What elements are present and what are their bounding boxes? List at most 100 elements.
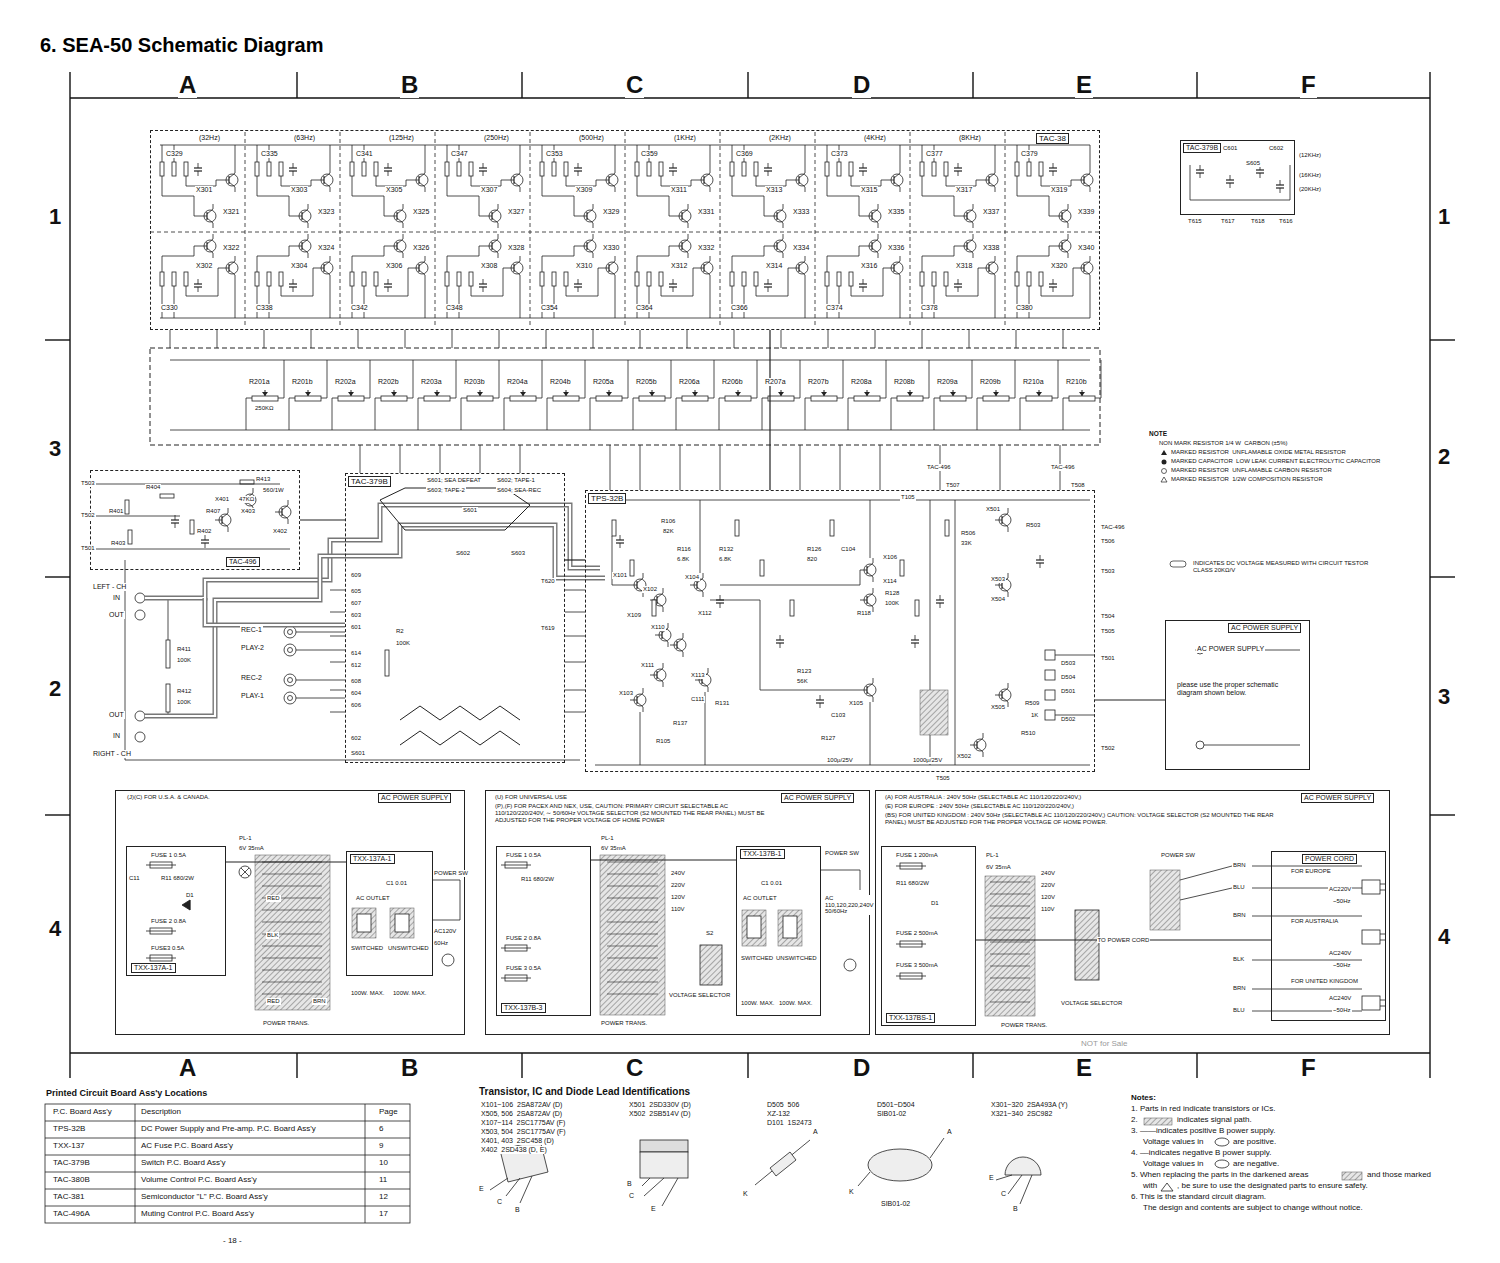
wire — [1180, 888, 1232, 900]
transistor-symbol — [615, 168, 616, 173]
part-label: C359 — [640, 150, 659, 158]
part-label: X503, 504 2SC1775AV (F) — [480, 1128, 567, 1136]
part-label: X327 — [507, 208, 525, 216]
capacitor-symbol — [1040, 563, 1041, 568]
resistor-symbol — [1015, 272, 1019, 286]
wire — [891, 398, 892, 430]
wire — [1252, 989, 1362, 990]
wire — [734, 330, 735, 348]
wire — [170, 330, 171, 348]
transistor-symbol — [675, 246, 682, 247]
potentiometer-wiper — [735, 392, 741, 396]
transistor-symbol — [514, 261, 520, 266]
fuse-symbol — [146, 931, 176, 932]
part-label: X329 — [602, 208, 620, 216]
part-label: 1 — [48, 205, 62, 229]
part-label: indicates signal path. — [1176, 1116, 1253, 1125]
part-label: AC Fuse P.C. Board Ass'y — [140, 1142, 234, 1151]
part-label: TPS-32B — [52, 1125, 86, 1134]
wire — [972, 360, 973, 398]
transformer-winding — [262, 910, 322, 911]
transistor-symbol — [710, 256, 711, 261]
part-label: R105 — [655, 738, 671, 745]
part-label: FOR AUSTRALIA — [1290, 918, 1339, 925]
part-label: T502 — [80, 512, 96, 519]
transistor-symbol — [498, 204, 499, 209]
part-label: (8KHz) — [958, 134, 982, 142]
transistor-symbol — [805, 256, 806, 261]
part-label: X339 — [1077, 208, 1095, 216]
resistor-symbol — [128, 530, 132, 544]
transistor-symbol — [317, 268, 324, 269]
wire — [536, 398, 542, 399]
transistor-symbol — [282, 514, 288, 519]
transistor-symbol — [520, 256, 521, 261]
part-label: Switch P.C. Board Ass'y — [140, 1159, 227, 1168]
part-label: C342 — [350, 304, 369, 312]
ac-outlet — [747, 916, 761, 938]
transistor-symbol — [655, 635, 662, 636]
part-label: 100W. MAX. — [392, 990, 427, 997]
safety-area — [985, 876, 1035, 1016]
wire — [542, 360, 543, 398]
potentiometer-symbol — [1026, 396, 1052, 401]
resistor-symbol — [659, 162, 663, 176]
plug-symbol — [844, 959, 856, 971]
part-label: X308 — [480, 262, 498, 270]
wire — [499, 360, 500, 398]
part-label: C380 — [1015, 304, 1034, 312]
part-label: FUSE3 0.5A — [150, 945, 185, 952]
part-label: D — [852, 1055, 871, 1081]
wire — [452, 330, 453, 348]
part-label: BRN — [1232, 985, 1247, 992]
diode-symbol — [1045, 710, 1055, 720]
part-label: ~50Hz — [1332, 962, 1352, 969]
transistor-symbol — [637, 702, 643, 707]
transformer-winding — [990, 894, 1030, 895]
table-rule — [45, 1172, 410, 1173]
wire — [633, 398, 634, 430]
wire — [751, 398, 757, 399]
wire — [413, 360, 414, 398]
part-label: 601 — [350, 624, 362, 631]
transistor-symbol — [412, 180, 419, 181]
part-label: R204b — [549, 378, 572, 386]
resistor-symbol — [742, 162, 746, 176]
part-label: (63Hz) — [293, 134, 316, 142]
part-label: R118 — [856, 610, 872, 617]
part-label: X113 — [690, 672, 706, 679]
transistor-symbol — [643, 573, 644, 578]
transistor-symbol — [498, 253, 499, 258]
part-label: R132 — [718, 546, 734, 553]
transistor-symbol — [1002, 522, 1008, 527]
part-label: BLU — [1232, 884, 1246, 891]
wire — [1041, 176, 1077, 186]
part-label: X310 — [575, 262, 593, 270]
part-label: X301 — [195, 186, 213, 194]
capacitor-symbol — [1230, 183, 1231, 188]
potentiometer-wiper — [1079, 392, 1085, 396]
resistor-symbol — [837, 162, 841, 176]
wire — [700, 500, 701, 573]
part-label: UNSWITCHED — [387, 945, 430, 952]
transistor-symbol — [229, 173, 235, 178]
transformer-winding — [262, 874, 322, 875]
part-label: X104 — [684, 574, 700, 581]
transistor-symbol — [983, 752, 984, 757]
fuse-symbol — [501, 865, 531, 866]
legend-text: MARKED RESISTOR 1/2W COMPOSITION RESISTO… — [1170, 476, 1324, 483]
part-label: TAC-380B — [52, 1176, 91, 1185]
part-label: FUSE 2 0.8A — [150, 918, 187, 925]
diode-symbol — [1045, 650, 1055, 660]
transistor-symbol — [593, 253, 594, 258]
switch-symbol — [400, 731, 520, 745]
transistor-symbol — [894, 270, 900, 275]
resistor-symbol — [166, 640, 170, 668]
transistor-symbol — [977, 747, 983, 752]
part-label: R106 — [660, 518, 676, 525]
part-label: R506 — [960, 530, 976, 537]
part-label: 605 — [350, 588, 362, 595]
transistor-symbol — [708, 668, 709, 673]
wire — [330, 690, 345, 691]
part-label: 100K — [395, 640, 411, 647]
